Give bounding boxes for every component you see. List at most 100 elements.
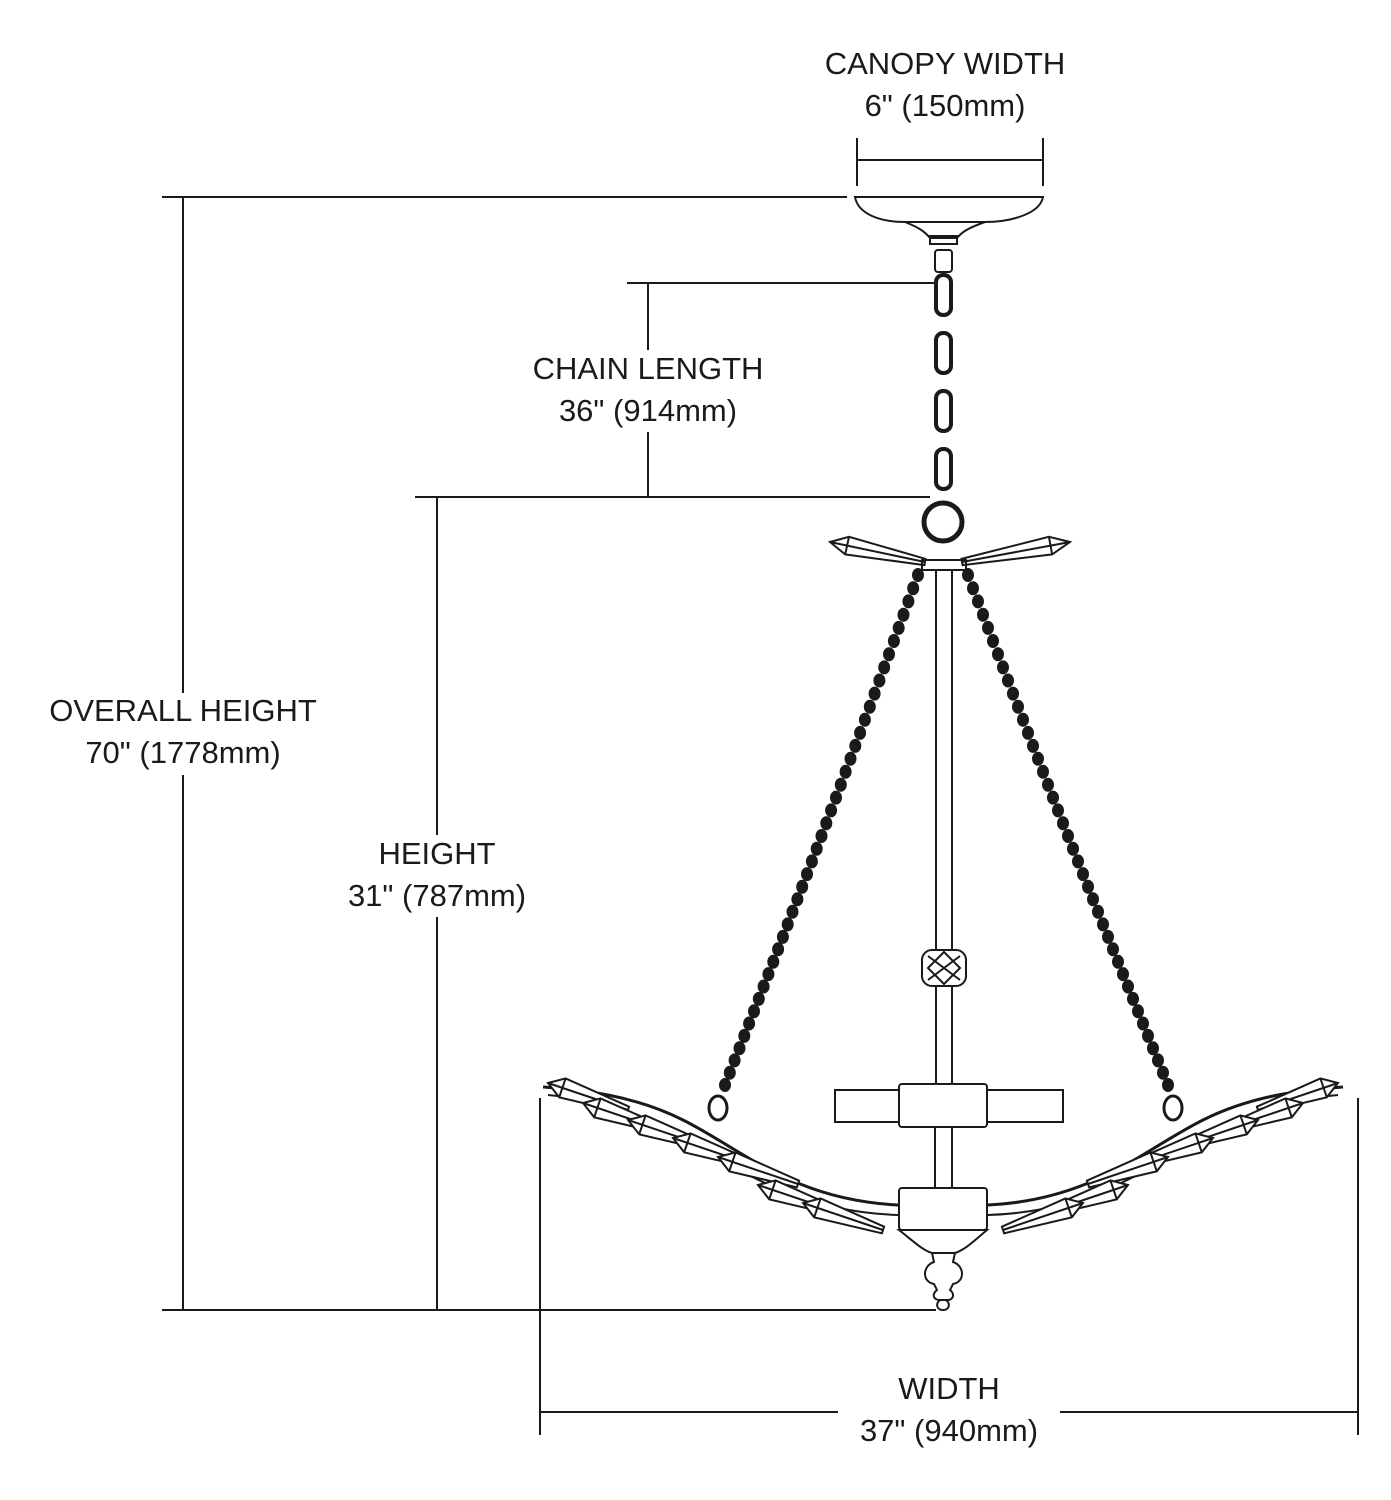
chain-bead — [1072, 854, 1084, 869]
chain-bead — [805, 854, 818, 869]
chain-bead — [1077, 867, 1089, 882]
lower-hub — [898, 1187, 988, 1231]
chain-bead — [1127, 991, 1139, 1006]
hanging-chain — [934, 273, 953, 491]
height-title: HEIGHT — [378, 836, 496, 871]
chain-length-label: CHAIN LENGTH 36" (914mm) — [533, 348, 764, 432]
chain-bead — [967, 581, 979, 596]
width-label: WIDTH 37" (940mm) — [860, 1368, 1038, 1452]
chain-bead — [1147, 1041, 1159, 1056]
chain-bead — [738, 1028, 751, 1043]
upper-hub — [898, 1083, 988, 1128]
chain-bead — [757, 979, 770, 994]
height-value: 31" (787mm) — [347, 878, 527, 913]
chain-link — [934, 273, 953, 317]
chain-bead — [868, 686, 881, 701]
chain-bead — [1157, 1065, 1169, 1080]
chain-bead — [767, 954, 780, 969]
chain-bead — [873, 673, 886, 688]
chain-bead — [1027, 738, 1039, 753]
chain-bead — [830, 790, 842, 805]
chain-length-title: CHAIN LENGTH — [532, 351, 764, 386]
suspension-chains — [707, 568, 1184, 1122]
chain-bead — [820, 816, 833, 831]
chain-bead — [1052, 803, 1064, 818]
crystal-icon — [960, 535, 1073, 567]
chain-bead — [1102, 929, 1114, 944]
width-value: 37" (940mm) — [859, 1413, 1039, 1448]
chain-bead — [1092, 904, 1104, 919]
crystal-icon — [801, 1197, 886, 1235]
chain-bead — [892, 620, 905, 635]
chain-bead — [982, 620, 994, 635]
chain-length-value: 36" (914mm) — [558, 393, 738, 428]
chain-bead — [801, 867, 813, 882]
chain-bead — [972, 594, 984, 609]
center-body — [834, 559, 1064, 1312]
chain-bead — [810, 841, 823, 856]
canopy-width-title: CANOPY WIDTH — [824, 46, 1066, 81]
canopy-width-label: CANOPY WIDTH 6" (150mm) — [825, 43, 1066, 127]
canopy-bowl — [853, 196, 1045, 223]
chain-bead — [1042, 777, 1054, 792]
chain-bead — [825, 803, 838, 818]
chain-bead — [912, 568, 924, 582]
crystal-icon — [827, 535, 927, 567]
crystal-wings — [542, 1077, 1344, 1235]
chain-bead — [781, 917, 794, 932]
chain-bead — [1022, 725, 1034, 740]
knot-pattern — [926, 950, 962, 986]
center-pole — [935, 569, 953, 1086]
chain-bead — [858, 712, 871, 727]
chain-bead — [997, 660, 1009, 675]
canopy-width-value: 6" (150mm) — [864, 88, 1026, 123]
chain-bead — [762, 967, 775, 982]
overall-height-title: OVERALL HEIGHT — [49, 693, 317, 728]
chain-bead — [1162, 1078, 1174, 1092]
height-label: HEIGHT 31" (787mm) — [348, 833, 526, 917]
chain-bead — [733, 1041, 746, 1056]
chain-bead — [839, 764, 852, 779]
chain-bead — [1032, 751, 1044, 766]
chain-bead — [1107, 942, 1119, 957]
top-hub — [921, 559, 967, 571]
chain-bead — [796, 879, 809, 894]
chain-bead — [1007, 686, 1019, 701]
overall-height-value: 70" (1778mm) — [85, 735, 281, 770]
top-ring — [921, 500, 965, 544]
chain-bead — [1117, 967, 1129, 982]
chain-bead — [1082, 879, 1094, 894]
chain-bead — [752, 991, 765, 1006]
canopy-collar — [929, 235, 958, 245]
chain-link — [934, 389, 953, 433]
chain-bead — [1112, 954, 1124, 969]
chain-bead — [962, 568, 974, 582]
chain-bead — [834, 777, 847, 792]
chain-bead — [1137, 1016, 1149, 1031]
chain-bead — [1087, 892, 1099, 907]
chain-hook-ring — [1162, 1094, 1184, 1122]
chain-bead — [1037, 764, 1049, 779]
chain-bead — [854, 725, 867, 740]
chain-bead — [1122, 979, 1134, 994]
chain-bead — [1012, 699, 1024, 714]
canopy — [853, 196, 1045, 273]
crystal-icon — [1085, 1151, 1170, 1189]
chain-hook-ring — [707, 1094, 729, 1122]
chain-bead — [887, 634, 900, 648]
chain-bead — [786, 904, 799, 919]
chain-bead — [1057, 816, 1069, 831]
chain-bead — [992, 647, 1004, 662]
chain-bead — [772, 942, 785, 957]
overall-height-label: OVERALL HEIGHT 70" (1778mm) — [49, 690, 317, 774]
chain-bead — [897, 607, 910, 622]
chain-bead — [883, 647, 895, 662]
chain-bead — [815, 829, 828, 843]
chain-bead — [1142, 1028, 1154, 1043]
chain-bead — [1152, 1053, 1164, 1068]
chain-link — [934, 447, 953, 491]
chain-bead — [748, 1004, 760, 1019]
chain-bead — [743, 1016, 756, 1031]
chain-link — [934, 331, 953, 375]
